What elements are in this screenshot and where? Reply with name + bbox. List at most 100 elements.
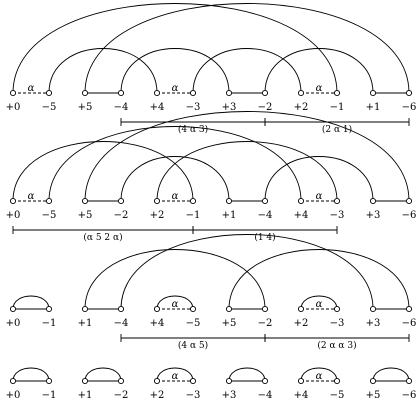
edge-alpha-label: α — [316, 299, 323, 310]
node — [189, 197, 197, 205]
node — [297, 377, 305, 385]
bracket-label: (1 4) — [254, 232, 275, 243]
node-label: +3 — [366, 318, 381, 329]
node-label: −2 — [258, 102, 273, 113]
node-label: +0 — [6, 210, 21, 221]
node — [369, 377, 377, 385]
node-label: +1 — [366, 102, 381, 113]
node-label: +3 — [366, 210, 381, 221]
node-label: −1 — [42, 318, 57, 329]
node-label: −4 — [258, 210, 273, 221]
arc — [120, 48, 230, 94]
node-label: −3 — [186, 390, 201, 401]
bracket-label: (α 5 2 α) — [83, 232, 122, 243]
node-label: +1 — [78, 390, 93, 401]
node-label: −4 — [114, 318, 129, 329]
node — [189, 89, 197, 97]
node — [45, 89, 53, 97]
edge-alpha-label: α — [172, 371, 179, 382]
node — [261, 197, 269, 205]
edge-alpha-label: α — [172, 299, 179, 310]
node — [9, 305, 17, 313]
node-label: +4 — [294, 390, 309, 401]
node — [117, 377, 125, 385]
node-label: −3 — [330, 210, 345, 221]
node — [45, 305, 53, 313]
node — [405, 305, 413, 313]
arc — [228, 367, 266, 382]
node-label: −1 — [330, 102, 345, 113]
node-label: −5 — [42, 210, 57, 221]
node-label: +4 — [150, 102, 165, 113]
node-label: +4 — [294, 210, 309, 221]
node — [333, 197, 341, 205]
arc — [84, 367, 122, 382]
bracket-label: (2 α 1) — [322, 124, 352, 135]
node-label: −6 — [402, 390, 417, 401]
node — [81, 305, 89, 313]
node — [405, 197, 413, 205]
node-label: +0 — [6, 318, 21, 329]
node — [189, 377, 197, 385]
node-label: −2 — [114, 390, 129, 401]
node-label: +5 — [78, 210, 93, 221]
node — [117, 305, 125, 313]
arc — [156, 295, 194, 310]
node — [81, 89, 89, 97]
node — [45, 377, 53, 385]
node-label: +4 — [150, 318, 165, 329]
node-label: +0 — [6, 102, 21, 113]
node — [153, 305, 161, 313]
node — [333, 89, 341, 97]
node — [405, 89, 413, 97]
node-label: −6 — [402, 210, 417, 221]
node-label: −5 — [186, 318, 201, 329]
arc — [120, 156, 230, 202]
edge-alpha-label: α — [28, 83, 35, 94]
arc — [372, 367, 410, 382]
bracket-label: (4 α 5) — [178, 340, 208, 351]
node — [117, 89, 125, 97]
node-label: +5 — [78, 102, 93, 113]
arc — [84, 111, 410, 202]
node — [261, 377, 269, 385]
arc — [12, 141, 194, 202]
node — [9, 197, 17, 205]
node — [297, 89, 305, 97]
node-label: +5 — [366, 390, 381, 401]
node — [117, 197, 125, 205]
node — [225, 377, 233, 385]
arc — [192, 48, 302, 94]
arc — [300, 367, 338, 382]
arc — [156, 367, 194, 382]
arc — [300, 295, 338, 310]
node — [9, 377, 17, 385]
arc — [48, 48, 158, 94]
node — [297, 197, 305, 205]
edge-alpha-label: α — [316, 371, 323, 382]
arc — [264, 156, 374, 202]
node — [261, 305, 269, 313]
node-label: −5 — [42, 102, 57, 113]
node-label: −6 — [402, 102, 417, 113]
edge-alpha-label: α — [172, 191, 179, 202]
arc — [48, 126, 302, 202]
node — [225, 89, 233, 97]
node-label: −3 — [186, 102, 201, 113]
node-label: +2 — [294, 318, 309, 329]
node-label: −1 — [42, 390, 57, 401]
node-label: −3 — [330, 318, 345, 329]
arc — [156, 141, 338, 202]
node — [369, 305, 377, 313]
edge-alpha-label: α — [316, 83, 323, 94]
node-label: +3 — [222, 102, 237, 113]
node-label: +1 — [222, 210, 237, 221]
node-label: +2 — [294, 102, 309, 113]
edge-alpha-label: α — [28, 191, 35, 202]
node-label: −6 — [402, 318, 417, 329]
